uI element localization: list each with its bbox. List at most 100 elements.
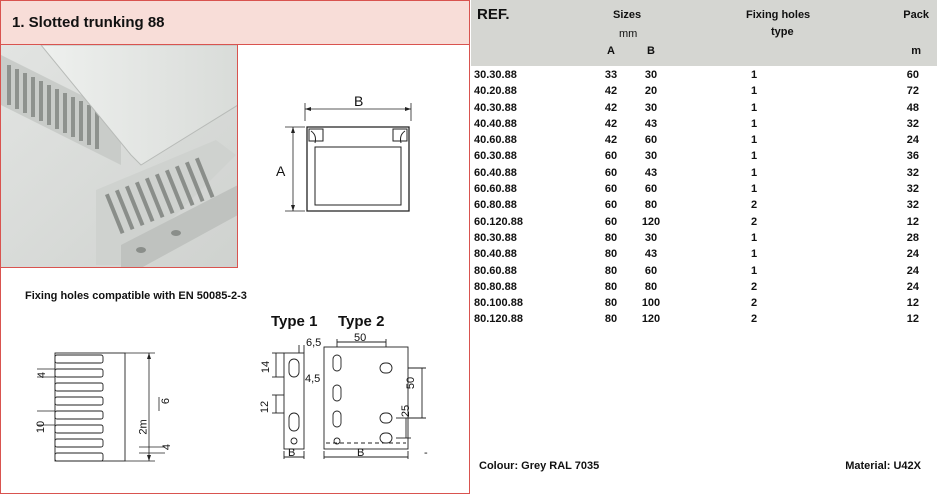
header-b: B bbox=[647, 45, 655, 57]
cell-pack: 12 bbox=[906, 297, 919, 310]
header-pack: Pack bbox=[903, 9, 929, 21]
dim-25: 25 bbox=[400, 404, 413, 418]
cell-a: 42 bbox=[604, 101, 618, 114]
cell-b: 30 bbox=[644, 150, 658, 163]
cell-a: 60 bbox=[604, 199, 618, 212]
table-row: 40.30.88 42 30 1 48 bbox=[471, 100, 937, 116]
cell-pack: 28 bbox=[906, 231, 919, 244]
title-bar: 1. Slotted trunking 88 bbox=[1, 1, 469, 45]
cell-b: 100 bbox=[641, 297, 661, 310]
header-a: A bbox=[607, 45, 615, 57]
cell-a: 42 bbox=[604, 134, 618, 147]
header-sizes: Sizes bbox=[613, 9, 642, 21]
cell-pack: 24 bbox=[906, 280, 919, 293]
cell-b: 30 bbox=[644, 69, 658, 81]
side-dim-6: 6 bbox=[160, 397, 173, 405]
type-1-b-label: B bbox=[288, 447, 296, 459]
header-mm: mm bbox=[619, 28, 638, 40]
cell-fixing-type: 2 bbox=[750, 313, 758, 326]
cell-fixing-type: 2 bbox=[750, 280, 758, 293]
cell-b: 43 bbox=[644, 166, 658, 179]
spec-table: REF. Sizes mm A B Fixing holes type Pack… bbox=[471, 0, 937, 494]
cell-ref: 60.80.88 bbox=[474, 199, 517, 212]
cell-ref: 40.40.88 bbox=[474, 117, 517, 130]
cell-a: 42 bbox=[604, 85, 618, 98]
cell-ref: 60.40.88 bbox=[474, 166, 517, 179]
cell-a: 60 bbox=[604, 183, 618, 196]
cell-b: 30 bbox=[644, 231, 658, 244]
fixing-holes-drawing bbox=[272, 339, 426, 459]
cell-fixing-type: 1 bbox=[750, 183, 758, 196]
cell-b: 30 bbox=[644, 101, 658, 114]
side-dim-4: 4 bbox=[36, 371, 49, 379]
cell-b: 60 bbox=[644, 183, 658, 196]
cell-fixing-type: 1 bbox=[750, 264, 758, 277]
header-fixing-holes: Fixing holes bbox=[746, 9, 811, 21]
cell-ref: 80.30.88 bbox=[474, 231, 517, 244]
cell-a: 42 bbox=[604, 117, 618, 130]
product-photo bbox=[1, 45, 238, 268]
cell-ref: 80.80.88 bbox=[474, 280, 517, 293]
cell-fixing-type: 2 bbox=[750, 297, 758, 310]
cell-pack: 32 bbox=[906, 166, 919, 179]
header-m: m bbox=[911, 45, 921, 57]
cell-a: 80 bbox=[604, 231, 618, 244]
cell-b: 43 bbox=[644, 117, 658, 130]
dimension-a-label: A bbox=[276, 163, 286, 179]
cell-pack: 48 bbox=[906, 101, 919, 114]
cell-a: 60 bbox=[604, 215, 618, 228]
side-dim-4b: 4 bbox=[161, 443, 174, 451]
dim-4-5: 4,5 bbox=[305, 373, 321, 385]
cell-ref: 80.120.88 bbox=[474, 313, 523, 326]
cell-pack: 72 bbox=[906, 85, 919, 98]
dash-mark: - bbox=[424, 447, 428, 459]
cell-ref: 80.100.88 bbox=[474, 297, 523, 310]
dim-50-side: 50 bbox=[405, 376, 418, 390]
cell-pack: 24 bbox=[906, 248, 919, 261]
dim-6-5: 6,5 bbox=[306, 337, 322, 349]
cell-ref: 60.30.88 bbox=[474, 150, 517, 163]
cell-fixing-type: 1 bbox=[750, 150, 758, 163]
cell-fixing-type: 2 bbox=[750, 199, 758, 212]
cell-pack: 36 bbox=[906, 150, 919, 163]
type-2-b-label: B bbox=[357, 447, 365, 459]
cell-fixing-type: 1 bbox=[750, 248, 758, 261]
dimension-b-label: B bbox=[354, 93, 364, 109]
trunking-photo-illustration bbox=[1, 45, 237, 267]
cell-pack: 32 bbox=[906, 183, 919, 196]
cell-ref: 60.120.88 bbox=[474, 215, 523, 228]
cell-pack: 32 bbox=[906, 117, 919, 130]
cell-pack: 24 bbox=[906, 264, 919, 277]
cell-b: 20 bbox=[644, 85, 658, 98]
cell-b: 120 bbox=[641, 313, 661, 326]
fixing-holes-note: Fixing holes compatible with EN 50085-2-… bbox=[25, 290, 247, 302]
cell-b: 120 bbox=[641, 215, 661, 228]
cell-a: 60 bbox=[604, 166, 618, 179]
type-1-label: Type 1 bbox=[271, 313, 318, 330]
cell-b: 80 bbox=[644, 199, 658, 212]
page-title: 1. Slotted trunking 88 bbox=[12, 14, 165, 31]
cell-a: 60 bbox=[604, 150, 618, 163]
cell-a: 80 bbox=[604, 280, 618, 293]
cell-ref: 80.40.88 bbox=[474, 248, 517, 261]
cell-pack: 32 bbox=[906, 199, 919, 212]
cell-b: 60 bbox=[644, 134, 658, 147]
cell-ref: 80.60.88 bbox=[474, 264, 517, 277]
dim-14: 14 bbox=[260, 360, 273, 374]
type-2-label: Type 2 bbox=[338, 313, 385, 330]
cell-fixing-type: 1 bbox=[750, 101, 758, 114]
cell-pack: 12 bbox=[906, 215, 919, 228]
cell-ref: 40.30.88 bbox=[474, 101, 517, 114]
cell-fixing-type: 1 bbox=[750, 134, 758, 147]
